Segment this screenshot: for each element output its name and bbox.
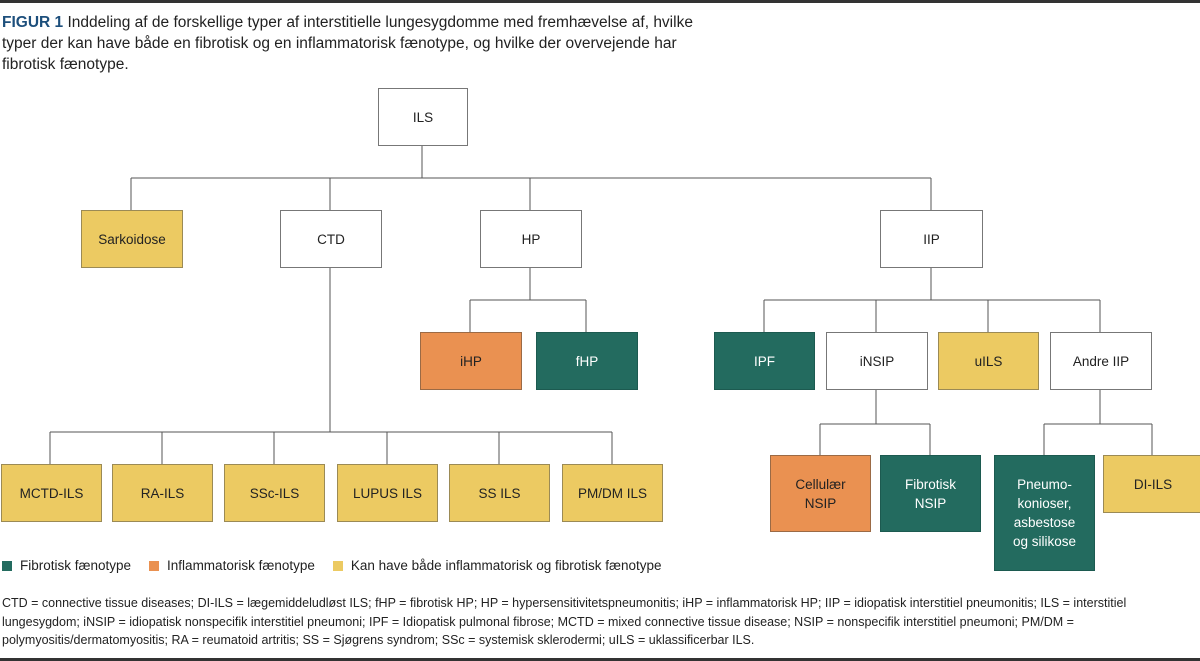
node-ihp: iHP [420,332,522,390]
node-ils: ILS [378,88,468,146]
legend-swatch-both [332,560,343,571]
node-sarkoidose: Sarkoidose [81,210,183,268]
node-fibrotisk-nsip: Fibrotisk NSIP [880,455,981,532]
legend-swatch-inflammatory [149,560,160,571]
node-iip: IIP [880,210,983,268]
node-insip: iNSIP [826,332,928,390]
legend-swatch-fibrotic [2,560,12,571]
figure-caption: FIGUR 1 Inddeling af de forskellige type… [2,12,722,75]
node-cellulaer-nsip: Cellulær NSIP [770,455,871,532]
node-lupus-ils: LUPUS ILS [337,464,438,522]
node-ipf: IPF [714,332,815,390]
node-uils: uILS [938,332,1039,390]
node-ra-ils: RA-ILS [112,464,213,522]
legend-label: Kan have både inflammatorisk og fibrotis… [350,558,662,573]
node-pneumokonioser: Pneumo-konioser, asbestose og silikose [994,455,1095,571]
node-andre-iip: Andre IIP [1050,332,1152,390]
node-ctd: CTD [280,210,382,268]
legend-item-inflammatory: Inflammatorisk fænotype [149,558,315,573]
node-fhp: fHP [536,332,638,390]
node-ss-ils: SS ILS [449,464,550,522]
node-pmdm-ils: PM/DM ILS [562,464,663,522]
caption-text: Inddeling af de forskellige typer af int… [2,14,693,73]
node-hp: HP [480,210,582,268]
figure-label: FIGUR 1 [2,14,64,31]
top-rule [0,0,1200,3]
node-mctd-ils: MCTD-ILS [1,464,102,522]
legend-label: Inflammatorisk fænotype [167,558,315,573]
abbreviation-notes: CTD = connective tissue diseases; DI-ILS… [2,596,1127,647]
bottom-rule [0,658,1200,661]
node-di-ils: DI-ILS [1103,455,1200,513]
legend-item-both: Kan have både inflammatorisk og fibrotis… [332,558,662,573]
node-ssc-ils: SSc-ILS [224,464,325,522]
legend-label: Fibrotisk fænotype [20,558,132,573]
legend: Fibrotisk fænotype Inflammatorisk fænoty… [2,558,662,573]
legend-item-fibrotic: Fibrotisk fænotype [2,558,131,573]
